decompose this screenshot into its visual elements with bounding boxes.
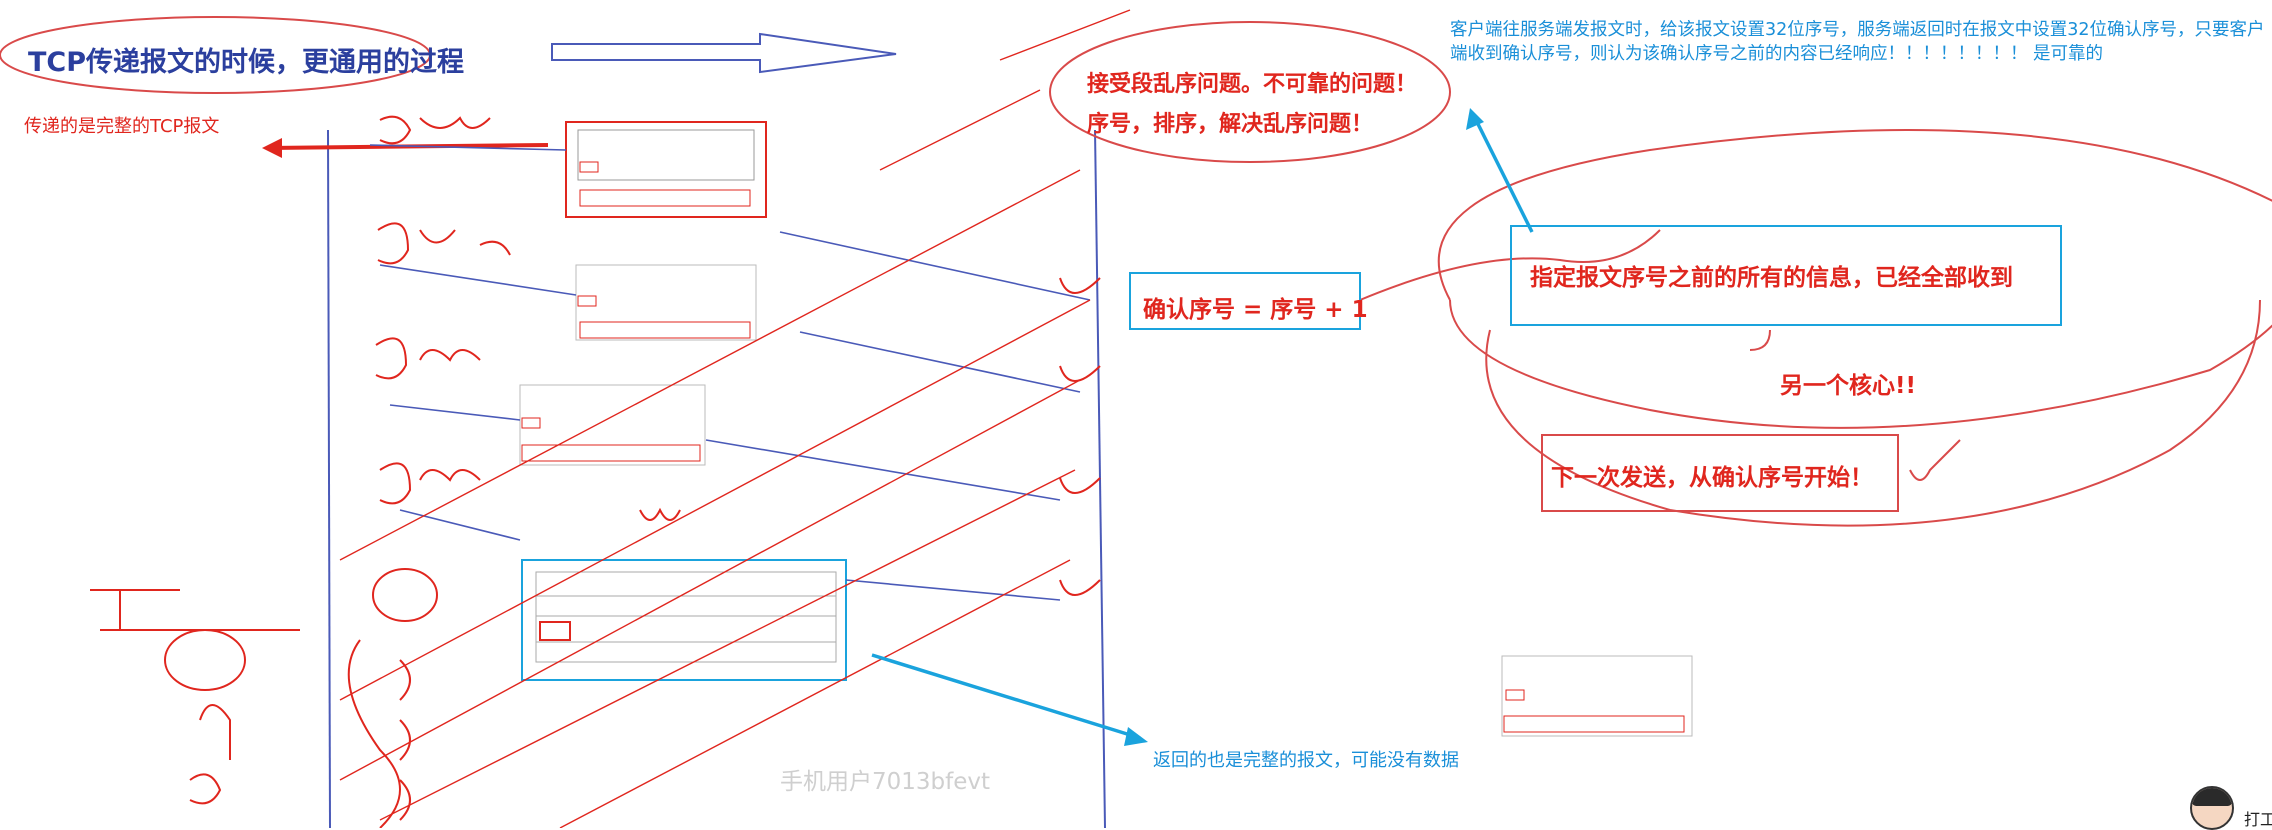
right-curve xyxy=(1437,129,2272,429)
another-core-text: 另一个核心!! xyxy=(1780,373,1916,399)
next-send-box xyxy=(1541,434,1899,512)
send-lines xyxy=(369,144,1091,601)
title-circle xyxy=(0,16,431,94)
issue-line-2: 序号，排序，解决乱序问题！ xyxy=(1087,112,1374,137)
all-received-box xyxy=(1510,225,2062,326)
direction-arrow xyxy=(551,32,897,74)
issue-line-1: 接受段乱序问题。不可靠的问题！ xyxy=(1087,72,1418,97)
avatar[interactable] xyxy=(2190,786,2234,830)
corner-label: 打工 xyxy=(2244,810,2272,829)
client-timeline xyxy=(327,129,331,828)
return-note: 返回的也是完整的报文，可能没有数据 xyxy=(1153,750,1459,771)
page-title: TCP传递报文的时候，更通用的过程 xyxy=(28,47,465,78)
handwritten-numbers xyxy=(90,115,511,828)
return-lines xyxy=(339,9,1131,828)
issues-circle xyxy=(1049,21,1451,163)
blue-arrow-up xyxy=(1472,115,1534,233)
packet-4 xyxy=(521,559,847,681)
all-received-text: 指定报文序号之前的所有的信息，已经全部收到 xyxy=(1530,265,2013,291)
ack-formula-box xyxy=(1129,272,1361,330)
next-check xyxy=(1909,439,1961,481)
client-note: 客户端往服务端发报文时，给该报文设置32位序号，服务端返回时在报文中设置32位确… xyxy=(1450,20,2265,64)
left-note: 传递的是完整的TCP报文 xyxy=(24,116,220,137)
ack-formula: 确认序号 = 序号 + 1 xyxy=(1143,297,1368,323)
packet-3 xyxy=(519,384,706,466)
packet-2 xyxy=(575,264,757,341)
packet-5 xyxy=(1501,655,1693,737)
next-send-text: 下一次发送，从确认序号开始！ xyxy=(1551,465,1873,491)
server-checkmarks xyxy=(639,277,1101,596)
blue-arrow-down xyxy=(871,653,1141,740)
packet-1 xyxy=(565,121,767,218)
right-curve-2 xyxy=(1485,299,2261,527)
ack-swoosh xyxy=(1359,229,1661,301)
watermark: 手机用户7013bfevt xyxy=(780,769,991,795)
core-arrow xyxy=(1749,329,1771,351)
